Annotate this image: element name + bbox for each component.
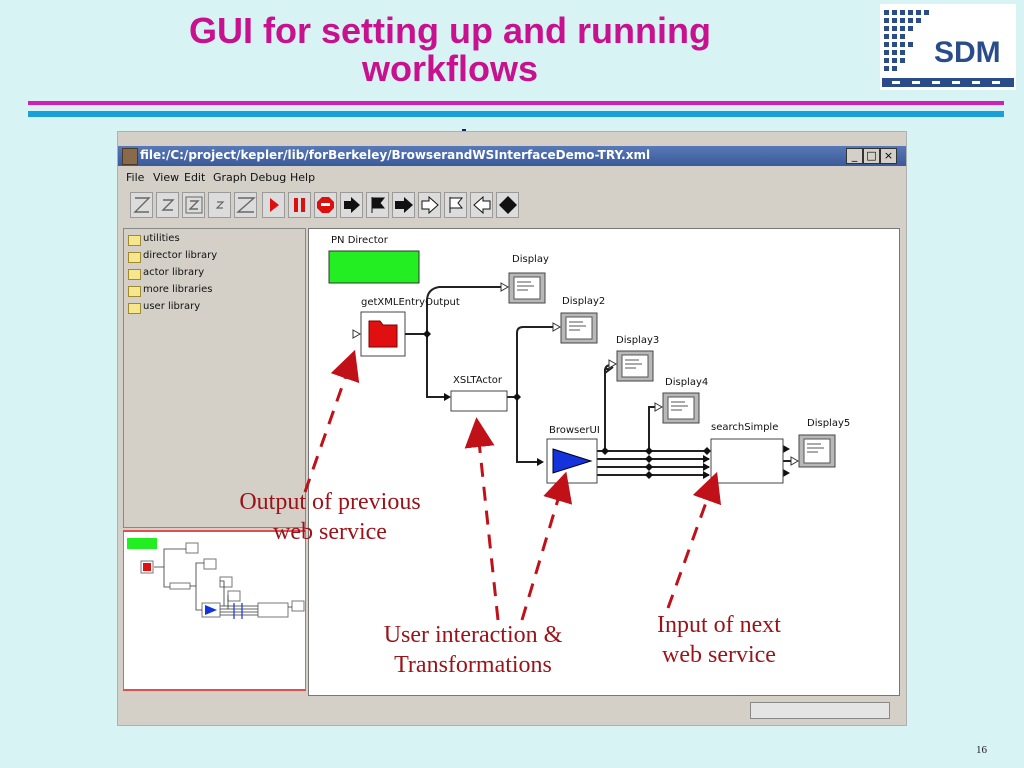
arrow-left-outline-icon[interactable]: [470, 192, 493, 218]
status-bar: [122, 698, 902, 722]
searchsimple-actor-box: [710, 438, 784, 484]
pn-director-box: [328, 250, 420, 284]
menu-view[interactable]: View: [153, 171, 180, 184]
close-button[interactable]: ×: [880, 148, 897, 164]
folder-icon: [128, 303, 141, 314]
annotation-output-line1: Output of previous: [239, 489, 421, 515]
display5-box: [798, 434, 836, 468]
annotation-input-line1: Input of next: [657, 612, 781, 638]
menu-file[interactable]: File: [126, 171, 145, 184]
app-icon: [122, 148, 138, 165]
status-field: [750, 702, 890, 719]
kepler-window: file:/C:/project/kepler/lib/forBerkeley/…: [117, 131, 907, 726]
annotation-output: Output of previous web service: [220, 487, 440, 547]
overview-rule-bottom: [123, 689, 306, 691]
folder-icon: [128, 269, 141, 280]
browserui-actor-label: BrowserUI: [549, 425, 600, 436]
slide-title: GUI for setting up and running workflows: [120, 12, 780, 88]
getxml-input-port: [352, 329, 362, 339]
folder-icon: [128, 252, 141, 263]
display3-box: [616, 350, 654, 382]
overview-panel[interactable]: [123, 530, 306, 690]
folder-icon: [128, 286, 141, 297]
step-icon[interactable]: [340, 192, 363, 218]
toolbar: [124, 190, 564, 220]
display2-label: Display2: [562, 296, 606, 307]
menu-edit[interactable]: Edit: [184, 171, 206, 184]
library-tree: utilities director library actor library…: [123, 228, 306, 528]
red-folder-icon: [368, 320, 398, 348]
run-icon[interactable]: [262, 192, 285, 218]
display4-box: [662, 392, 700, 424]
display4-label: Display4: [665, 377, 709, 388]
title-rule-magenta: [28, 101, 1004, 105]
menu-debug[interactable]: Debug: [250, 171, 287, 184]
display5-label: Display5: [807, 418, 851, 429]
xslt-actor-box: [450, 390, 508, 412]
display2-box: [560, 312, 598, 344]
annotation-input: Input of next web service: [634, 610, 804, 670]
arrow-right-icon[interactable]: [392, 192, 415, 218]
minimize-button[interactable]: _: [846, 148, 863, 164]
zoom-small-icon[interactable]: [208, 192, 231, 218]
menu-bar: File View Edit Graph Debug Help: [118, 168, 906, 186]
window-titlebar[interactable]: file:/C:/project/kepler/lib/forBerkeley/…: [118, 146, 906, 166]
annotation-user: User interaction & Transformations: [368, 620, 578, 680]
logo-text: SDM: [934, 36, 1001, 69]
zoom-out-icon[interactable]: [234, 192, 257, 218]
browser-triangle-icon: [552, 448, 593, 474]
annotation-output-line2: web service: [273, 519, 387, 545]
maximize-button[interactable]: □: [863, 148, 880, 164]
title-rule-blue: [28, 111, 1004, 117]
zoom-fit-icon[interactable]: [156, 192, 179, 218]
zoom-reset-icon[interactable]: [130, 192, 153, 218]
overview-minimap: [127, 538, 305, 619]
zoom-box-icon[interactable]: [182, 192, 205, 218]
flag-outline-icon[interactable]: [444, 192, 467, 218]
display-box: [508, 272, 546, 304]
slide-title-line2: workflows: [361, 48, 539, 89]
page-number: 16: [976, 744, 987, 756]
display3-label: Display3: [616, 335, 660, 346]
arrow-outline-icon[interactable]: [418, 192, 441, 218]
menu-help[interactable]: Help: [290, 171, 316, 184]
overview-rule-top: [123, 530, 306, 532]
getxml-actor-label: getXMLEntryOutput: [361, 297, 460, 308]
annotation-user-line1: User interaction &: [383, 622, 563, 648]
annotation-user-line2: Transformations: [394, 652, 552, 678]
pn-director-label: PN Director: [331, 235, 388, 246]
slide-title-line1: GUI for setting up and running: [189, 10, 711, 51]
flag-icon[interactable]: [366, 192, 389, 218]
workflow-canvas[interactable]: PN Director getXMLEntryOutput XSLTActor …: [308, 228, 900, 696]
sdm-logo: SDM: [880, 4, 1016, 90]
window-title: file:/C:/project/kepler/lib/forBerkeley/…: [140, 148, 651, 162]
menu-graph[interactable]: Graph: [213, 171, 247, 184]
searchsimple-actor-label: searchSimple: [711, 422, 779, 433]
xslt-actor-label: XSLTActor: [453, 375, 503, 386]
display-label: Display: [512, 254, 549, 265]
folder-icon: [128, 235, 141, 246]
diamond-icon[interactable]: [496, 192, 519, 218]
annotation-input-line2: web service: [662, 642, 776, 668]
pause-icon[interactable]: [288, 192, 311, 218]
stop-icon[interactable]: [314, 192, 337, 218]
